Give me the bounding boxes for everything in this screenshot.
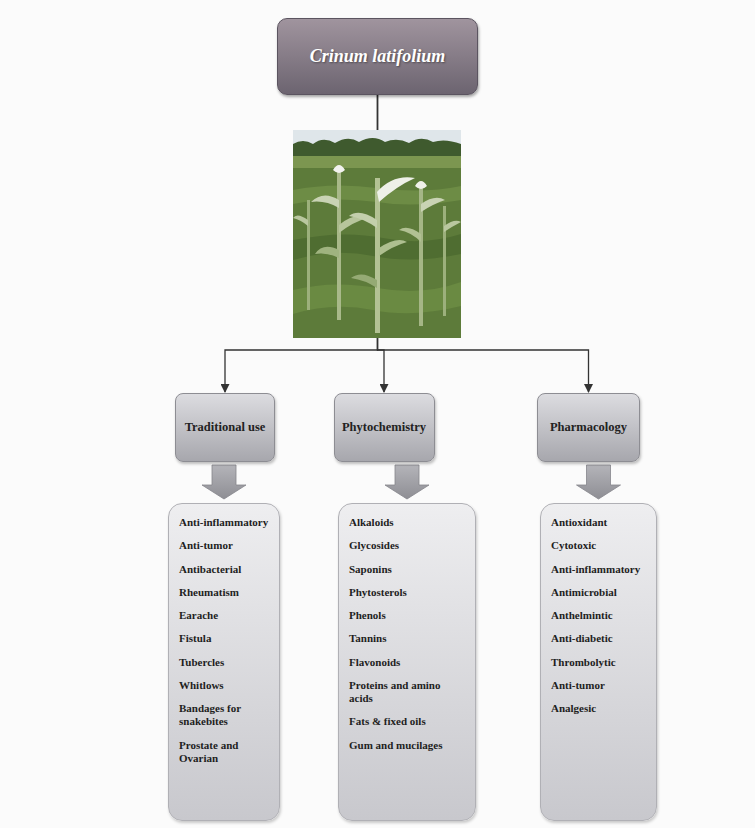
leaf: [349, 213, 377, 228]
list-item: Whitlows: [179, 679, 271, 692]
far-field: [293, 156, 461, 168]
list-item: Anti-diabetic: [551, 632, 648, 645]
list-item: Analgesic: [551, 702, 648, 715]
category-label: Pharmacology: [550, 420, 627, 435]
list-item: Thrombolytic: [551, 656, 648, 669]
list-item: Fats & fixed oils: [349, 715, 467, 728]
field: [293, 168, 461, 338]
list-item: Tubercles: [179, 656, 271, 669]
sky: [293, 130, 461, 156]
list-item: Anti-tumor: [551, 679, 648, 692]
list-item: Tannins: [349, 632, 467, 645]
leaf: [399, 228, 421, 242]
list-item: Prostate and Ovarian: [179, 739, 271, 765]
category-label: Traditional use: [185, 420, 266, 435]
crinum-plants: [293, 165, 461, 333]
list-item: Antimicrobial: [551, 586, 648, 599]
list-box: AntioxidantCytotoxicAnti-inflammatoryAnt…: [540, 503, 657, 821]
leaf: [315, 247, 339, 258]
list-item: Proteins and amino acids: [349, 679, 467, 705]
flower: [333, 165, 345, 173]
leaf: [351, 274, 377, 288]
list-item: Bandages for snakebites: [179, 702, 271, 728]
stem: [307, 200, 310, 310]
category-box: Phytochemistry: [334, 393, 435, 462]
list-item: Alkaloids: [349, 516, 467, 529]
list-item: Antibacterial: [179, 563, 271, 576]
list-item: Gum and mucilages: [349, 739, 467, 752]
tree-line: [293, 138, 461, 156]
title-text: Crinum latifolium: [310, 46, 446, 67]
list-item: Phytosterols: [349, 586, 467, 599]
list-item: Anti-inflammatory: [551, 563, 648, 576]
flower: [415, 181, 427, 189]
list-item: Earache: [179, 609, 271, 622]
category-box: Pharmacology: [537, 393, 640, 462]
photo-ground: [293, 130, 461, 338]
list-item: Antioxidant: [551, 516, 648, 529]
leaf: [311, 195, 339, 208]
list-item: Anti-inflammatory: [179, 516, 271, 529]
list-item: Saponins: [349, 563, 467, 576]
list-box: AlkaloidsGlycosidesSaponinsPhytosterolsP…: [338, 503, 476, 821]
list-item: Phenols: [349, 609, 467, 622]
list-item: Flavonoids: [349, 656, 467, 669]
stem: [443, 206, 446, 316]
list-item: Fistula: [179, 632, 271, 645]
plant-photo: [293, 130, 461, 338]
list-box: Anti-inflammatoryAnti-tumorAntibacterial…: [168, 503, 280, 821]
title-box: Crinum latifolium: [277, 18, 478, 95]
list-item: Anthelmintic: [551, 609, 648, 622]
list-item: Rheumatism: [179, 586, 271, 599]
block-arrow: [385, 465, 429, 499]
leaf: [421, 198, 445, 212]
flower: [377, 177, 415, 202]
leaf: [444, 221, 461, 232]
list-item: Glycosides: [349, 539, 467, 552]
stem: [337, 170, 341, 320]
list-item: Cytotoxic: [551, 539, 648, 552]
category-box: Traditional use: [175, 393, 275, 462]
block-arrow: [577, 465, 621, 499]
block-arrow: [202, 465, 246, 499]
category-label: Phytochemistry: [342, 420, 426, 435]
leaf: [379, 240, 407, 256]
leaf: [293, 215, 308, 226]
list-item: Anti-tumor: [179, 539, 271, 552]
